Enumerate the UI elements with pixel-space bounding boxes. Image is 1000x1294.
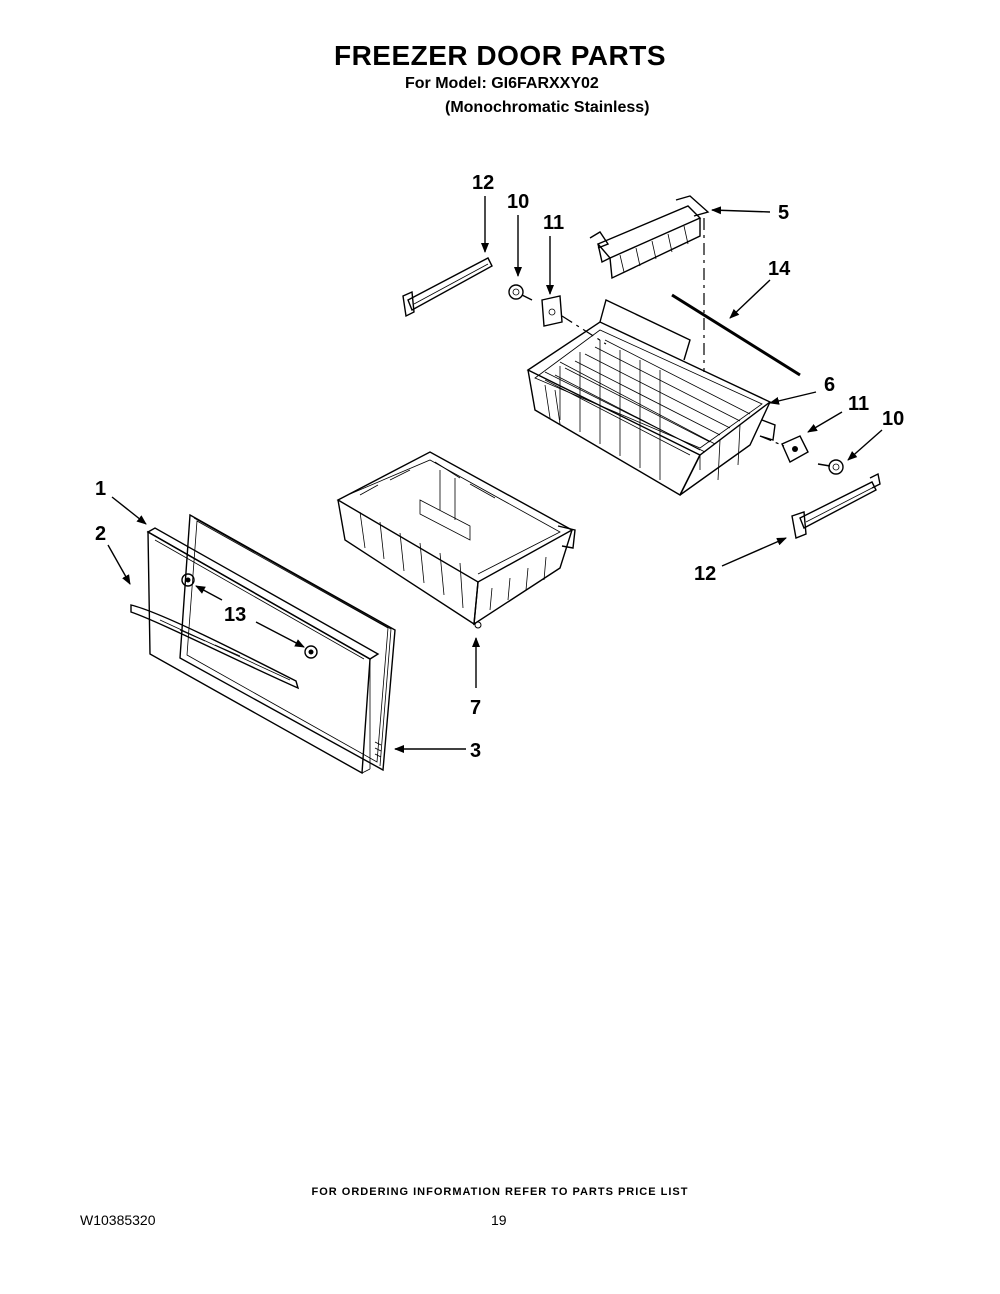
page-title: FREEZER DOOR PARTS bbox=[333, 40, 667, 71]
callout-7: 7 bbox=[470, 697, 481, 719]
basket-divider bbox=[589, 195, 710, 280]
bracket-left bbox=[541, 295, 563, 327]
callout-11-upper: 11 bbox=[543, 212, 564, 234]
leader-arrow-6 bbox=[769, 391, 817, 405]
model-line: For Model: GI6FARXXY02 bbox=[405, 75, 599, 92]
leader-arrow-13-right bbox=[255, 621, 305, 648]
leader-arrow-13-left bbox=[195, 585, 223, 601]
handle-screw bbox=[181, 573, 195, 587]
callout-13: 13 bbox=[224, 604, 246, 626]
callout-12-lower: 12 bbox=[694, 563, 716, 585]
leader-arrow-2 bbox=[107, 544, 131, 585]
divider-rod bbox=[671, 293, 801, 377]
ordering-note: FOR ORDERING INFORMATION REFER TO PARTS … bbox=[311, 1186, 689, 1198]
callout-14: 14 bbox=[768, 258, 791, 280]
leader-arrow-12-lower bbox=[721, 537, 787, 567]
rail-wheel-right bbox=[817, 459, 844, 475]
assembly-line bbox=[561, 315, 607, 345]
callout-10-lower: 10 bbox=[882, 408, 904, 430]
document-number: W10385320 bbox=[80, 1212, 156, 1228]
leader-arrow-5 bbox=[711, 206, 771, 215]
wire-basket bbox=[526, 299, 776, 496]
page-number: 19 bbox=[491, 1212, 507, 1228]
slide-rail-left bbox=[402, 257, 493, 318]
freezer-door-panel bbox=[146, 527, 380, 775]
slide-rail-right bbox=[791, 472, 881, 539]
callout-6: 6 bbox=[824, 374, 835, 396]
lower-freezer-bin bbox=[336, 451, 576, 629]
leader-arrow-11-lower bbox=[807, 411, 843, 433]
leader-arrow-1 bbox=[111, 496, 147, 525]
bracket-right bbox=[781, 435, 809, 463]
variant-line: (Monochromatic Stainless) bbox=[445, 99, 650, 116]
handle-screw bbox=[304, 645, 318, 659]
leader-arrow-14 bbox=[729, 279, 771, 319]
callout-11-lower: 11 bbox=[848, 393, 869, 415]
callout-12-upper: 12 bbox=[472, 172, 494, 194]
callout-10-upper: 10 bbox=[507, 191, 529, 213]
callout-3: 3 bbox=[470, 740, 481, 762]
door-gasket bbox=[179, 513, 396, 772]
callout-2: 2 bbox=[95, 523, 106, 545]
callout-1: 1 bbox=[95, 478, 106, 500]
callout-5: 5 bbox=[778, 202, 789, 224]
door-handle bbox=[130, 604, 300, 690]
rail-wheel-left bbox=[508, 284, 533, 301]
leader-arrow-10-lower bbox=[847, 429, 883, 461]
assembly-line bbox=[759, 435, 785, 447]
